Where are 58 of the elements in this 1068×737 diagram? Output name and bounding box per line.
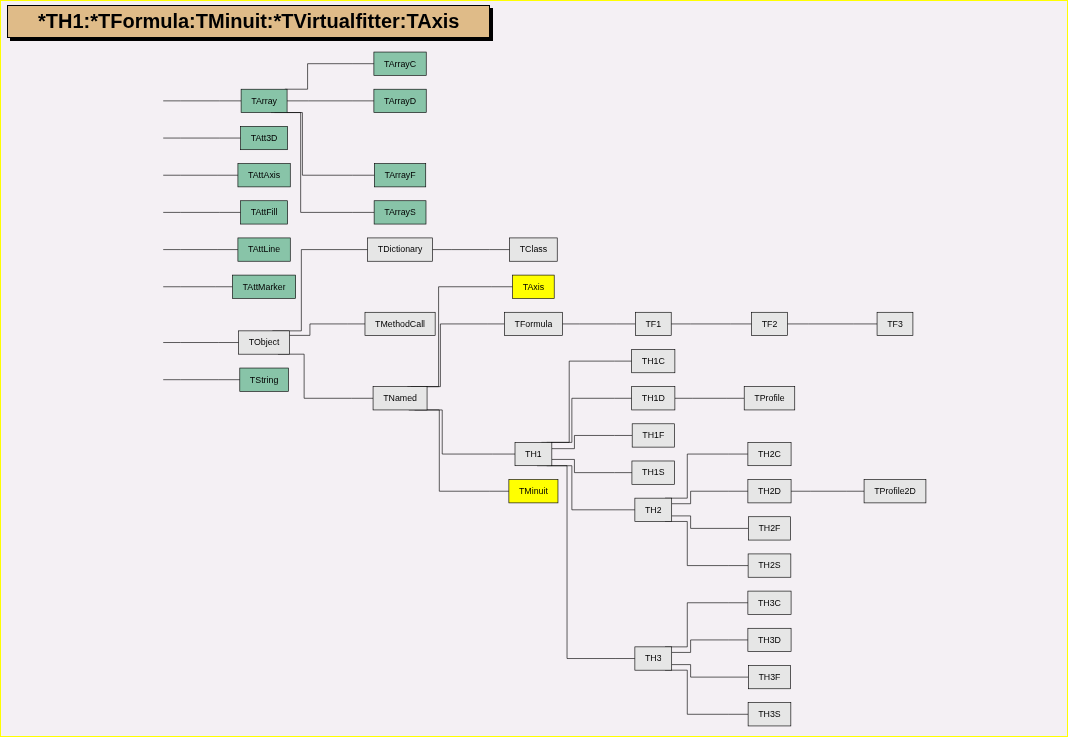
connector	[670, 664, 749, 678]
node-box: TAxis	[511, 274, 555, 299]
node-box: TH1D	[630, 386, 675, 411]
node-box: TH1S	[631, 460, 675, 485]
connector	[786, 323, 877, 325]
connector	[162, 212, 241, 213]
node-box: TMinuit	[508, 479, 558, 504]
node-box: TFormula	[503, 311, 563, 336]
node-box: TProfile2D	[863, 479, 926, 504]
node-box: TAttLine	[237, 237, 291, 262]
connector	[162, 342, 239, 343]
node-box: TClass	[508, 237, 558, 262]
connector	[551, 459, 632, 473]
connector	[162, 174, 238, 176]
node-box: TMethodCall	[364, 311, 435, 336]
node-box: TArrayF	[373, 163, 426, 188]
node-box: TArrayC	[373, 51, 427, 76]
node-box: TProfile	[743, 386, 795, 411]
node-box: TH3S	[747, 702, 791, 727]
node-box: TString	[239, 367, 289, 392]
node-box: TH2C	[747, 442, 791, 467]
node-box: TH2	[634, 497, 672, 522]
node-box: TH3D	[747, 627, 791, 652]
node-box: TAtt3D	[239, 126, 288, 151]
connector	[431, 249, 510, 250]
connector	[162, 379, 240, 380]
node-box: TAttMarker	[231, 274, 296, 299]
node-box: TH3	[634, 646, 672, 671]
node-box: TH1F	[631, 423, 675, 448]
node-box: TH2S	[747, 553, 791, 578]
connector	[670, 323, 752, 325]
node-box: TH1C	[630, 349, 675, 374]
node-box: TH3F	[747, 665, 791, 690]
node-box: TArrayD	[373, 88, 427, 113]
node-box: TH2F	[747, 516, 791, 541]
connector	[561, 323, 636, 325]
connector	[670, 639, 748, 653]
node-box: TAttFill	[239, 200, 288, 225]
connector	[162, 249, 238, 250]
node-box: TArrayS	[373, 200, 426, 225]
node-box: TAttAxis	[237, 163, 291, 188]
node-box: TH2D	[747, 479, 791, 504]
connector	[162, 286, 233, 288]
connector	[162, 137, 241, 139]
node-box: TArray	[240, 88, 287, 113]
node-box: TH1	[514, 442, 552, 467]
connector	[670, 490, 748, 505]
title-banner: *TH1:*TFormula:TMinuit:*TVirtualfitter:TAxis	[7, 5, 491, 38]
node-box: TNamed	[372, 386, 427, 411]
node-box: TH3C	[747, 590, 791, 615]
connector	[288, 323, 365, 336]
node-box: TF2	[750, 311, 788, 336]
node-box: TF3	[876, 311, 913, 336]
connector	[551, 435, 632, 449]
node-box: TObject	[237, 330, 290, 355]
node-box: TF1	[634, 311, 672, 336]
connector	[670, 515, 749, 529]
node-box: TDictionary	[366, 237, 433, 262]
